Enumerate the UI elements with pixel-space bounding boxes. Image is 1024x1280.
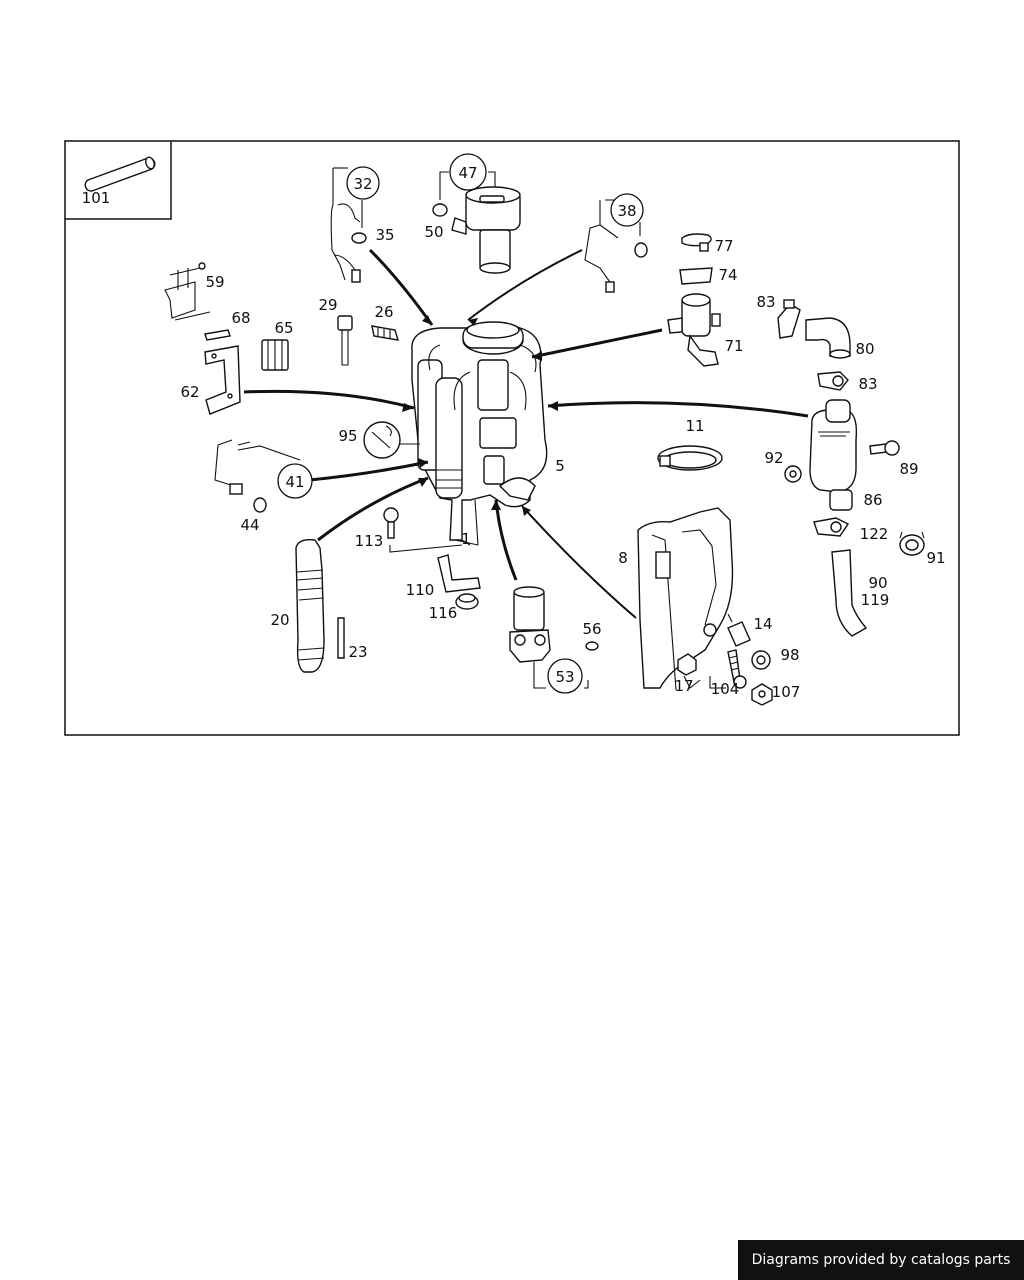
part-98-nut: [751, 650, 771, 670]
part-32-wire-harness: [330, 167, 367, 283]
part-86-muffler: [809, 399, 858, 511]
label-11: 11: [685, 417, 704, 435]
label-5: 5: [555, 457, 565, 475]
part-116-nut: [455, 593, 479, 610]
part-90-exhaust-pipe: [831, 549, 868, 637]
part-65-connector: [261, 339, 289, 371]
part-89-bolt: [869, 440, 900, 456]
label-83-upper: 83: [756, 293, 775, 311]
part-47-vacuum-canister: [432, 171, 521, 274]
part-62-plate: [204, 345, 241, 415]
part-17-nut: [677, 653, 697, 676]
part-71-valve: [667, 293, 721, 367]
label-17: 17: [674, 677, 693, 695]
label-23: 23: [348, 643, 367, 661]
label-26: 26: [374, 303, 393, 321]
part-74-ring: [679, 267, 713, 285]
part-8-heat-shield: [637, 507, 734, 691]
callout-circle-53: [547, 658, 583, 694]
label-77: 77: [714, 237, 733, 255]
part-11-hose-clamp: [657, 445, 723, 471]
label-89: 89: [899, 460, 918, 478]
part-92-nut: [784, 465, 802, 483]
label-98: 98: [780, 646, 799, 664]
label-1: 1: [461, 530, 471, 548]
part-38-wire-harness: [584, 199, 648, 293]
label-53: 53: [555, 668, 574, 686]
central-assembly: [411, 321, 548, 546]
label-113: 113: [355, 532, 384, 550]
label-80: 80: [855, 340, 874, 358]
label-107: 107: [772, 683, 801, 701]
part-56-washer: [585, 641, 599, 651]
label-68: 68: [231, 309, 250, 327]
label-14: 14: [753, 615, 772, 633]
label-35: 35: [375, 226, 394, 244]
part-14-sensor: [727, 613, 751, 647]
part-83-clamp-lower: [817, 371, 849, 391]
label-95: 95: [338, 427, 357, 445]
callout-circle-38: [610, 193, 644, 227]
label-20: 20: [270, 611, 289, 629]
label-41: 41: [285, 473, 304, 491]
label-104: 104: [711, 680, 740, 698]
part-53-motor: [509, 586, 589, 689]
label-29: 29: [318, 296, 337, 314]
label-65: 65: [274, 319, 293, 337]
footer-credit: Diagrams provided by catalogs parts: [738, 1240, 1024, 1280]
part-80-hose: [805, 317, 851, 359]
label-71: 71: [724, 337, 743, 355]
label-101: 101: [82, 189, 111, 207]
part-83-clamp-upper: [777, 299, 801, 339]
label-122: 122: [860, 525, 889, 543]
label-86: 86: [863, 491, 882, 509]
part-20-air-tube: [295, 538, 325, 673]
label-56: 56: [582, 620, 601, 638]
part-113-bolt: [383, 507, 463, 553]
part-26-fitting: [371, 325, 399, 341]
label-59: 59: [205, 273, 224, 291]
part-29-sensor: [337, 315, 353, 366]
inset-box-101: [65, 141, 172, 220]
label-110: 110: [406, 581, 435, 599]
part-68-screw: [204, 329, 231, 341]
label-91: 91: [926, 549, 945, 567]
part-104-screw: [683, 649, 747, 689]
diagram-frame: [64, 140, 960, 736]
callout-circle-32: [346, 166, 380, 200]
part-122-clamp: [813, 517, 850, 537]
part-59-bracket: [164, 262, 211, 321]
label-116: 116: [429, 604, 458, 622]
label-92: 92: [764, 449, 783, 467]
label-47: 47: [458, 164, 477, 182]
label-74: 74: [718, 266, 737, 284]
callout-circle-47: [449, 153, 487, 191]
assembly-arrows: [243, 248, 809, 619]
label-90: 90: [868, 574, 887, 592]
part-107-nut: [751, 683, 773, 706]
part-95-wrench-symbol: [363, 421, 420, 459]
label-38: 38: [617, 202, 636, 220]
label-44: 44: [240, 516, 259, 534]
label-50: 50: [424, 223, 443, 241]
part-77-clamp: [681, 233, 712, 252]
part-91-gasket: [899, 531, 925, 556]
label-32: 32: [353, 175, 372, 193]
label-83-lower: 83: [858, 375, 877, 393]
part-23-clip: [337, 617, 345, 659]
part-41-pipe: [214, 439, 301, 513]
label-119: 119: [861, 591, 890, 609]
label-8: 8: [618, 549, 628, 567]
label-62: 62: [180, 383, 199, 401]
part-110-bracket: [437, 554, 481, 593]
callout-circle-41: [277, 463, 313, 499]
